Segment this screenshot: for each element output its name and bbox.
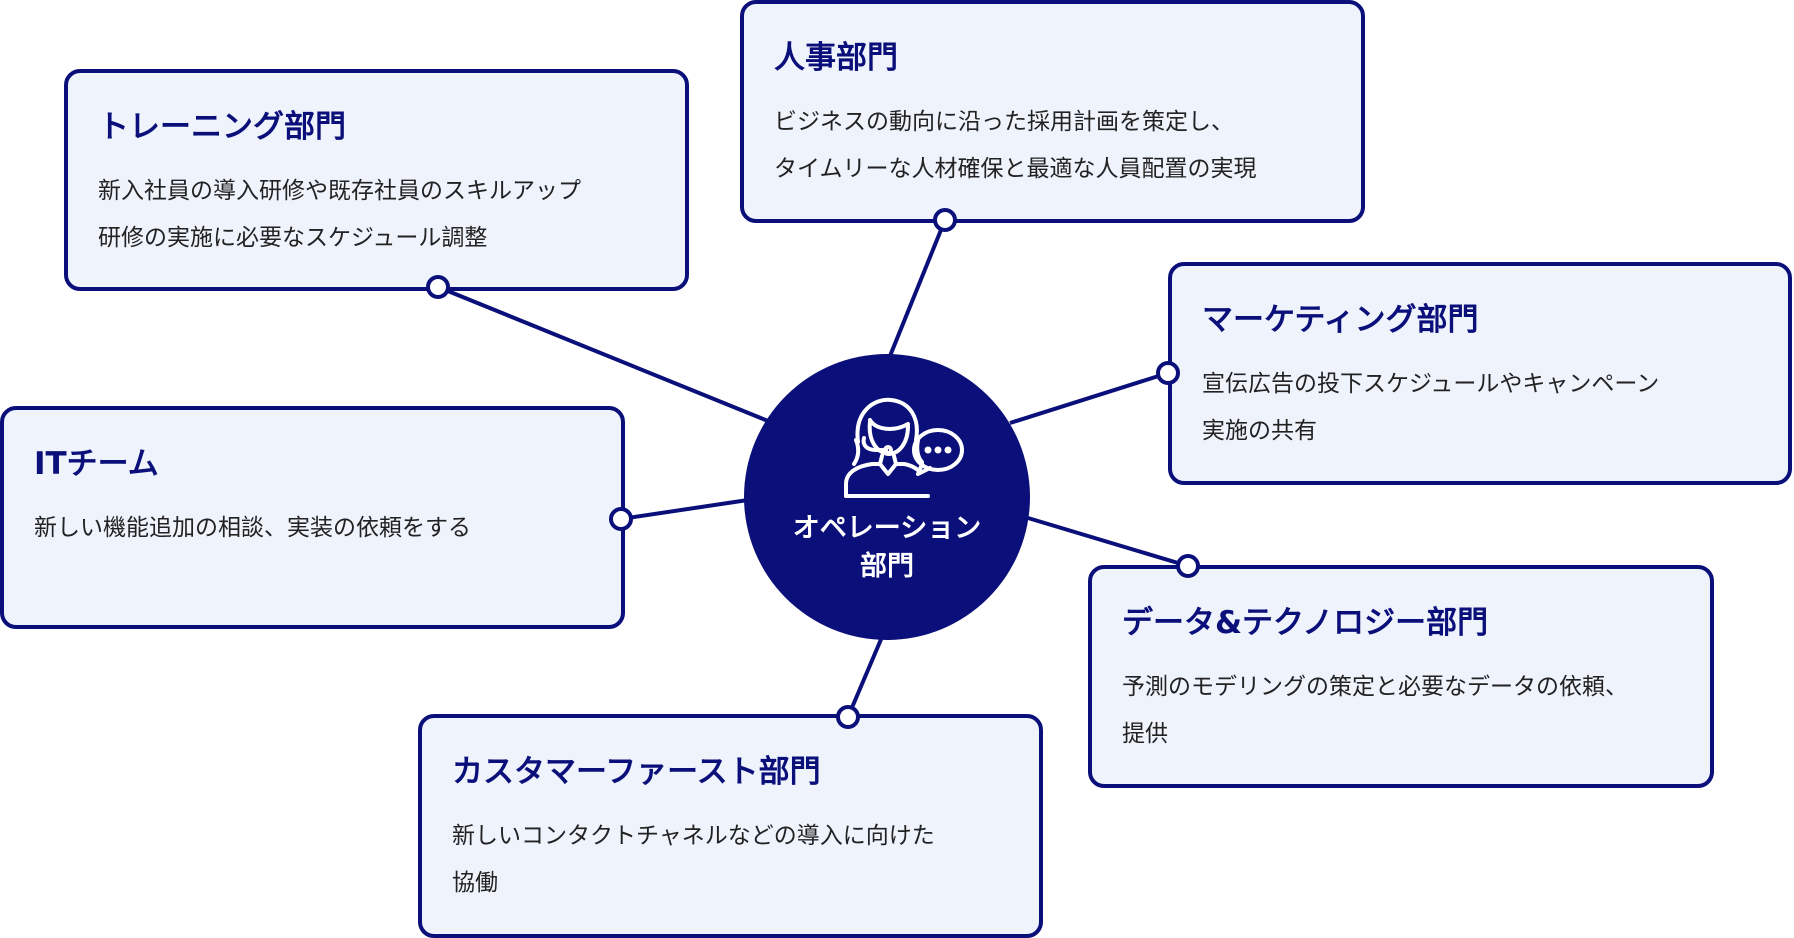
connector-training [437,285,769,423]
description-line: 研修の実施に必要なスケジュール調整 [98,225,488,252]
card-title: トレーニング部門 [98,109,346,145]
description-line: 協働 [452,870,498,897]
description-line: 宣伝広告の投下スケジュールやキャンペーン [1202,371,1660,398]
card-customer-first-department: カスタマーファースト部門 新しいコンタクトチャネルなどの導入に向けた 協働 [418,714,1043,938]
description-line: 新入社員の導入研修や既存社員のスキルアップ [98,178,581,205]
hub-label: オペレーション 部門 [744,510,1030,586]
description-line: 新しい機能追加の相談、実装の依頼をする [34,515,471,542]
support-agent-with-chat-bubble-icon [844,397,964,498]
card-title: マーケティング部門 [1202,302,1479,338]
description-line: ビジネスの動向に沿った採用計画を策定し、 [774,109,1234,136]
connector-hr [888,219,947,357]
card-description: 新入社員の導入研修や既存社員のスキルアップ 研修の実施に必要なスケジュール調整 [98,168,655,262]
card-description: 新しいコンタクトチャネルなどの導入に向けた 協働 [452,813,1009,907]
card-title: ITチーム [34,446,159,482]
card-description: 予測のモデリングの策定と必要なデータの依頼、 提供 [1122,664,1680,758]
card-it-team: ITチーム 新しい機能追加の相談、実装の依頼をする [0,406,625,629]
description-line: 実施の共有 [1202,418,1317,445]
description-line: タイムリーな人材確保と最適な人員配置の実現 [774,156,1257,183]
card-hr-department: 人事部門 ビジネスの動向に沿った採用計画を策定し、 タイムリーな人材確保と最適な… [740,0,1365,223]
connector-it [620,498,749,521]
card-title: 人事部門 [774,40,898,76]
description-line: 予測のモデリングの策定と必要なデータの依頼、 [1122,674,1628,701]
card-description: 新しい機能追加の相談、実装の依頼をする [34,505,591,552]
connector-customer-first [846,636,884,718]
card-data-technology-department: データ&テクノロジー部門 予測のモデリングの策定と必要なデータの依頼、 提供 [1088,565,1714,788]
card-description: ビジネスの動向に沿った採用計画を策定し、 タイムリーな人材確保と最適な人員配置の… [774,99,1331,193]
connector-data-technology [1027,516,1189,568]
hub-label-line: オペレーション [792,513,982,544]
description-line: 提供 [1122,721,1168,748]
card-marketing-department: マーケティング部門 宣伝広告の投下スケジュールやキャンペーン 実施の共有 [1168,262,1792,485]
description-line: 新しいコンタクトチャネルなどの導入に向けた [452,823,935,850]
card-title: カスタマーファースト部門 [452,754,821,790]
connector-marketing [1009,371,1169,425]
operations-hub: オペレーション 部門 [744,354,1030,640]
card-training-department: トレーニング部門 新入社員の導入研修や既存社員のスキルアップ 研修の実施に必要な… [64,69,689,291]
card-title: データ&テクノロジー部門 [1122,605,1489,641]
hub-label-line: 部門 [860,551,914,582]
card-description: 宣伝広告の投下スケジュールやキャンペーン 実施の共有 [1202,361,1758,455]
